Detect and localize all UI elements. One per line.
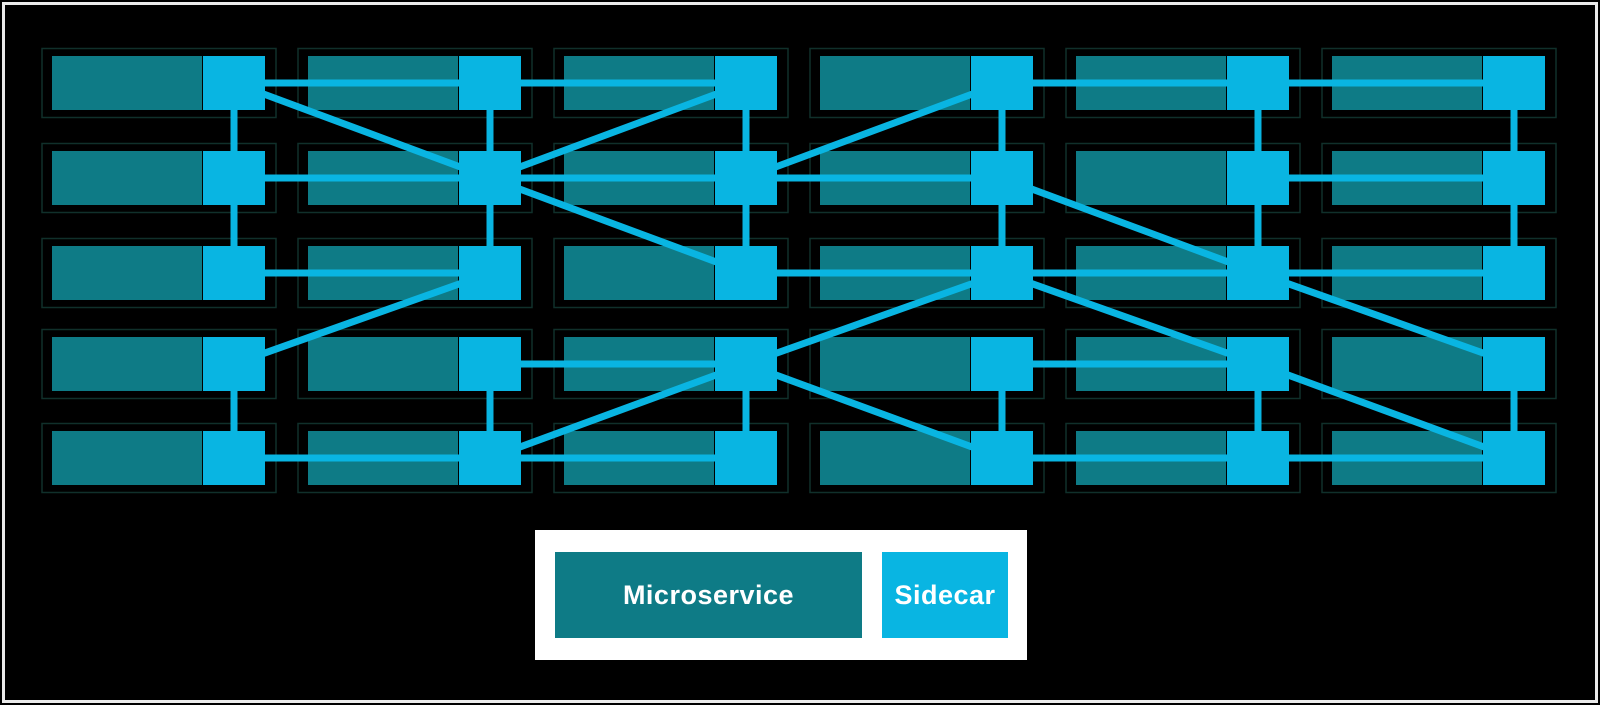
mesh-link [744,269,1004,368]
mesh-link [744,79,1004,182]
sidecar-box [715,246,777,300]
sidecar-box [715,337,777,391]
sidecar-box [1227,56,1289,110]
legend: Microservice Sidecar [535,530,1027,660]
sidecar-box [971,431,1033,485]
mesh-link [1000,269,1260,368]
sidecar-box [203,431,265,485]
sidecar-box [203,337,265,391]
microservice-box [52,337,202,391]
sidecar-box [203,56,265,110]
mesh-link [488,174,748,277]
sidecar-box [1227,246,1289,300]
mesh-link [232,269,492,368]
sidecar-box [1483,246,1545,300]
sidecar-box [1483,151,1545,205]
mesh-link [1000,174,1260,277]
sidecar-box [459,151,521,205]
sidecar-box [1227,431,1289,485]
sidecar-box [971,337,1033,391]
sidecar-box [1483,337,1545,391]
microservice-box [1076,151,1226,205]
sidecar-box [459,56,521,110]
mesh-link [1256,269,1516,368]
pod-cell-border [41,328,277,400]
sidecar-box [971,56,1033,110]
microservice-box [52,151,202,205]
microservice-box [52,246,202,300]
sidecar-box [1227,151,1289,205]
sidecar-box [715,151,777,205]
legend-microservice-label: Microservice [622,579,795,610]
sidecar-box [203,246,265,300]
sidecar-box [203,151,265,205]
sidecar-box [459,246,521,300]
mesh-link [1256,360,1516,462]
legend-sidecar-swatch: Sidecar [882,552,1008,638]
sidecar-box [715,56,777,110]
mesh-link [232,79,492,182]
sidecar-box [459,431,521,485]
sidecar-box [1483,431,1545,485]
microservice-box [52,431,202,485]
sidecar-box [1483,56,1545,110]
microservice-box [820,337,970,391]
microservice-box [52,56,202,110]
sidecar-box [971,246,1033,300]
legend-microservice-swatch: Microservice [555,552,862,638]
mesh-link [744,360,1004,462]
mesh-link [488,79,748,182]
mesh-link [488,360,748,462]
legend-sidecar-label: Sidecar [894,579,996,610]
sidecar-box [1227,337,1289,391]
microservice-box [308,337,458,391]
sidecar-box [971,151,1033,205]
sidecar-box [715,431,777,485]
sidecar-box [459,337,521,391]
pod-cell-border [1321,328,1557,400]
